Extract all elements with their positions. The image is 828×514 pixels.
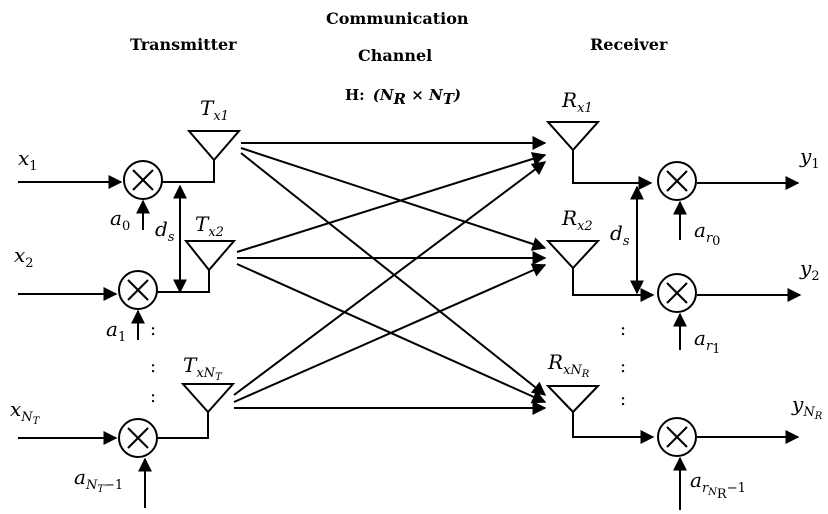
tx-antenna-label-3: TxNT — [183, 353, 223, 383]
rx-antenna-2-icon — [545, 240, 601, 270]
rx-feed-2 — [572, 268, 655, 302]
output-label-1: y1 — [799, 144, 820, 172]
tx-feed-2 — [157, 270, 210, 293]
tx-weight-label-3: aNT−1 — [74, 465, 123, 495]
channel-paths — [233, 136, 547, 415]
channel-heading-line2: Channel — [358, 46, 432, 65]
tx-antenna-label-2: Tx2 — [195, 212, 224, 240]
tx-antenna-1-icon — [186, 130, 242, 162]
rx-antenna-3-icon — [545, 385, 601, 414]
rx-antenna-label-3: RxNR — [547, 350, 590, 380]
output-label-2: y2 — [799, 256, 820, 284]
channel-matrix-label: H: (NR × NT) — [345, 86, 461, 108]
output-label-3: yNR — [791, 392, 823, 422]
rx-weight-label-2: ar1 — [694, 326, 720, 357]
tx-feed-3 — [157, 412, 209, 439]
tx-mixer-2 — [118, 270, 158, 310]
tx-antenna-2-icon — [183, 240, 237, 272]
rx-feed-3 — [572, 412, 655, 444]
rx-ellipsis-1: : — [620, 319, 626, 340]
rx-ellipsis-3: : — [620, 389, 626, 410]
transmitter-heading: Transmitter — [130, 35, 237, 54]
rx-ellipsis-2: : — [620, 356, 626, 377]
tx-mixer-3 — [118, 418, 158, 458]
tx-mixer-1 — [123, 160, 163, 200]
rx-antenna-label-1: Rx1 — [561, 88, 593, 116]
tx-ellipsis-1: : — [150, 319, 156, 340]
tx-weight-label-1: a0 — [110, 206, 130, 234]
rx-spacing-label: ds — [610, 221, 630, 249]
rx-mixer-2 — [657, 273, 697, 313]
rx-feed-1 — [572, 150, 653, 190]
input-label-1: x1 — [18, 146, 38, 174]
receiver-heading: Receiver — [590, 35, 668, 54]
input-label-3: xNT — [10, 397, 41, 427]
rx-weight-label-3: arNR−1 — [690, 468, 746, 502]
rx-weight-label-1: ar0 — [694, 218, 720, 249]
tx-antenna-label-1: Tx1 — [200, 96, 229, 124]
rx-mixer-1 — [657, 161, 697, 201]
channel-heading-line1: Communication — [326, 9, 469, 28]
rx-mixer-3 — [657, 417, 697, 457]
rx-antenna-label-2: Rx2 — [561, 206, 593, 234]
input-label-2: x2 — [14, 243, 34, 271]
tx-ellipsis-3: : — [150, 386, 156, 407]
tx-weight-label-2: a1 — [106, 317, 126, 345]
tx-antenna-3-icon — [180, 383, 236, 414]
tx-feed-1 — [162, 160, 215, 183]
tx-spacing-label: ds — [155, 217, 175, 245]
tx-ellipsis-2: : — [150, 356, 156, 377]
rx-antenna-1-icon — [545, 121, 601, 152]
